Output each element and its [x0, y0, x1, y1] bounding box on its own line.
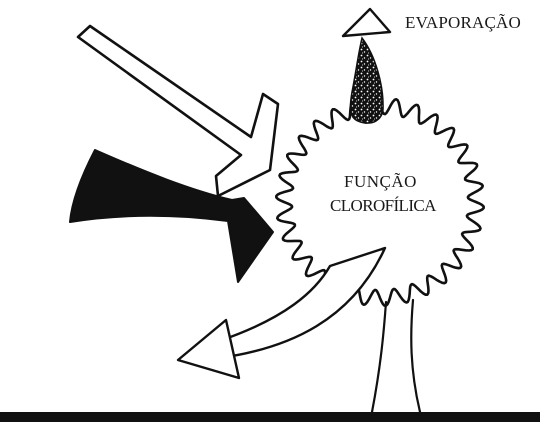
evaporation-plume: [349, 36, 384, 124]
function-label-line1: FUNÇÃO: [344, 172, 417, 191]
reflected-arrowhead-icon: [176, 318, 241, 380]
incoming-heat-arrow-icon: [69, 149, 274, 283]
ground-line: [0, 412, 540, 422]
evaporation-label: EVAPORAÇÃO: [405, 13, 521, 32]
function-label-line2: CLOROFÍLICA: [330, 196, 436, 215]
tree-icon: [275, 97, 485, 307]
evaporation-arrow-icon: [341, 7, 392, 38]
incoming-light-arrow-icon: [76, 24, 280, 198]
tree-trunk: [370, 298, 422, 414]
